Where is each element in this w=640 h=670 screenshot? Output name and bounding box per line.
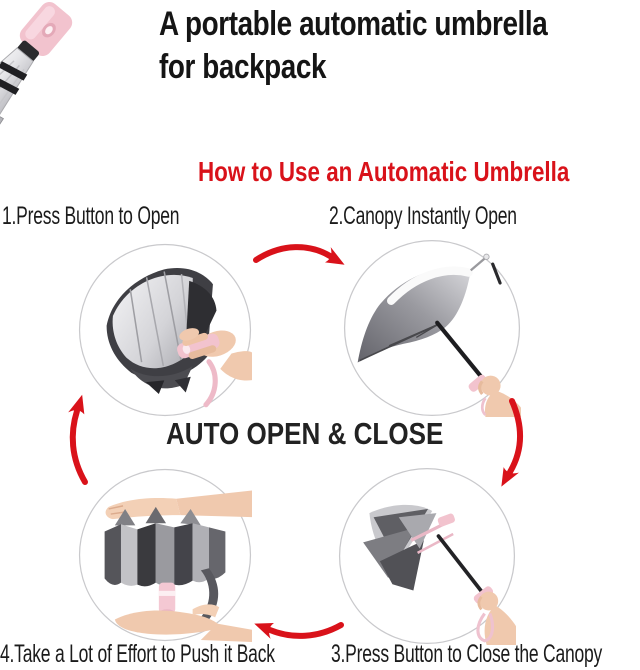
- arrow-step4-to-step1: [68, 394, 88, 485]
- arrow-step1-to-step2: [253, 244, 345, 265]
- step-3-photo: [338, 467, 516, 645]
- wrist-strap: [480, 397, 487, 416]
- hand-on-handle: [177, 328, 236, 360]
- umbrella-handle: [177, 333, 220, 359]
- umbrella-handle: [19, 1, 73, 57]
- collapsed-umbrella: [363, 504, 516, 645]
- step-1-photo: [78, 243, 252, 417]
- hanging-strap: [200, 568, 219, 620]
- wrist-strap-loop: [476, 612, 495, 643]
- photo-circle-frame: [338, 467, 516, 645]
- title-line-1: A portable automatic umbrella: [159, 5, 548, 43]
- wrist-strap: [203, 359, 218, 408]
- step-2-photo: [343, 239, 521, 417]
- step-4-photo: [78, 468, 252, 642]
- arrow-step3-to-step4: [254, 622, 344, 639]
- top-forearm: [176, 490, 252, 518]
- open-umbrella: [357, 253, 521, 417]
- umbrella-handle: [468, 374, 487, 392]
- section-heading: How to Use an Automatic Umbrella: [198, 156, 570, 187]
- umbrella-shaft: [436, 534, 485, 595]
- pink-ribs: [410, 520, 450, 542]
- arrow-step2-to-step3: [501, 398, 523, 487]
- bottom-palm: [114, 610, 222, 635]
- auto-open-close-label: AUTO OPEN & CLOSE: [166, 416, 444, 451]
- forearm: [484, 390, 521, 417]
- page-title: A portable automatic umbrella for backpa…: [159, 3, 633, 89]
- thumb: [192, 604, 220, 618]
- auto-button: [182, 344, 191, 354]
- auto-button: [45, 26, 53, 35]
- title-line-2: for backpack: [159, 48, 327, 86]
- step-1-label: 1.Press Button to Open: [2, 202, 180, 230]
- umbrella-handle: [158, 582, 176, 614]
- step-3-label: 3.Press Button to Close the Canopy: [331, 640, 603, 668]
- thumb: [179, 328, 200, 341]
- umbrella-tip: [469, 256, 487, 272]
- forearm: [220, 351, 252, 381]
- pushing-hands-and-umbrella: [104, 490, 252, 642]
- folded-umbrella-bunch: [106, 268, 217, 395]
- brand-strap-band: [0, 96, 5, 134]
- umbrella-handle: [473, 586, 494, 604]
- canopy-white-panel: [386, 266, 473, 305]
- photo-circle-frame: [78, 243, 252, 417]
- step-4-label: 4.Take a Lot of Effort to Push it Back: [0, 640, 275, 668]
- hand: [479, 591, 499, 611]
- hand: [480, 375, 501, 396]
- photo-circle-frame: [78, 468, 252, 642]
- umbrella-canopy: [357, 268, 471, 363]
- step-2-label: 2.Canopy Instantly Open: [329, 202, 517, 230]
- photo-circle-frame: [343, 239, 521, 417]
- umbrella-shaft: [435, 320, 486, 382]
- folded-umbrella-graphic: [0, 1, 73, 182]
- top-hand: [105, 497, 181, 520]
